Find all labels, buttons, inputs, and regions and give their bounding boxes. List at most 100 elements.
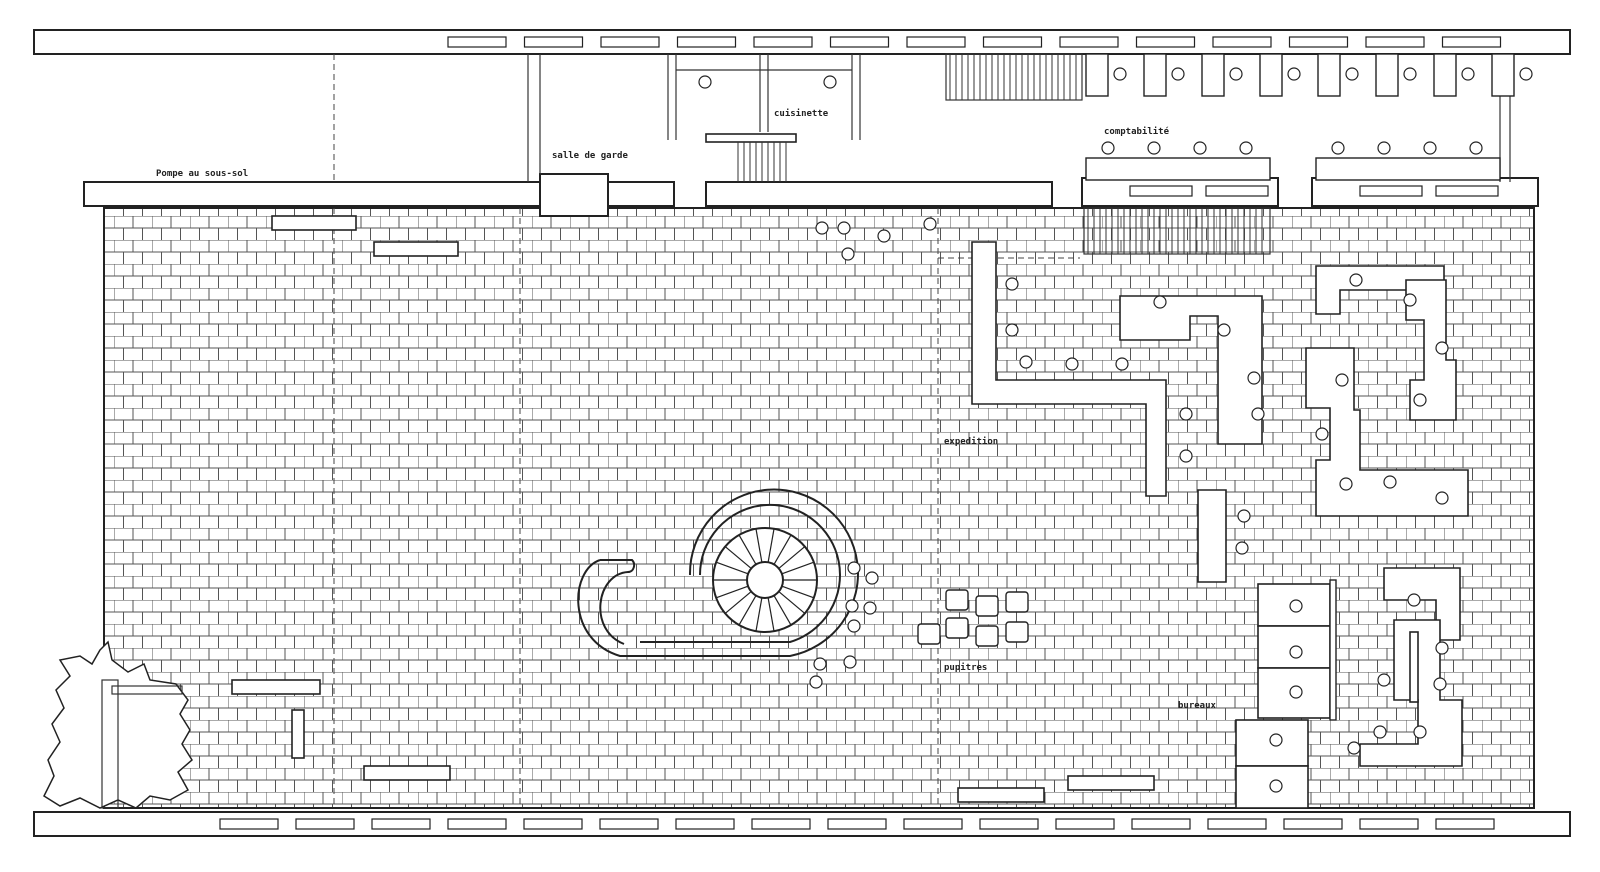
chair — [1269, 733, 1283, 747]
window — [982, 36, 1043, 48]
compta-desks — [1085, 53, 1533, 197]
chair — [1407, 593, 1421, 607]
chair — [847, 561, 861, 575]
chair — [1171, 67, 1185, 81]
window — [1212, 36, 1272, 48]
window — [906, 36, 966, 48]
chair — [1413, 393, 1427, 407]
label-comptabilite: comptabilité — [1104, 126, 1170, 137]
desk — [1375, 53, 1399, 97]
bench — [363, 765, 451, 781]
bureaux-cubicles — [1235, 579, 1337, 809]
chair — [1377, 141, 1391, 155]
chair — [1289, 685, 1303, 699]
window — [1288, 36, 1349, 48]
window — [219, 818, 279, 830]
window — [1435, 185, 1499, 197]
spiral-step — [715, 561, 749, 575]
spiral-step — [767, 528, 775, 563]
spiral-step — [738, 534, 757, 565]
label-pupitres: pupitres — [944, 662, 987, 673]
spiral-step — [781, 585, 815, 599]
desk — [1433, 53, 1457, 97]
office-counter — [1305, 347, 1469, 517]
chair — [837, 221, 851, 235]
chair — [847, 619, 861, 633]
chair — [1403, 293, 1417, 307]
window — [295, 818, 355, 830]
pupitre — [975, 595, 999, 617]
spiral-step — [781, 561, 815, 575]
desk — [1317, 53, 1341, 97]
spiral-rail — [640, 503, 841, 643]
chair — [1373, 725, 1387, 739]
window — [600, 36, 660, 48]
chair — [877, 229, 891, 243]
window — [979, 818, 1039, 830]
kitchen-chair — [698, 75, 712, 89]
spiral-step — [778, 546, 806, 569]
pupitre — [1005, 591, 1029, 613]
chair — [1423, 141, 1437, 155]
chair — [1435, 641, 1449, 655]
inner-wall-kitchen — [705, 181, 1053, 207]
bench — [373, 241, 459, 257]
inner-wall-right — [1311, 177, 1539, 207]
spiral-step — [724, 591, 752, 614]
pupitre — [975, 625, 999, 647]
office-counter — [1315, 265, 1445, 315]
pupitre — [1005, 621, 1029, 643]
chair — [1101, 141, 1115, 155]
chair — [1287, 67, 1301, 81]
chair — [1179, 407, 1193, 421]
chair — [809, 675, 823, 689]
label-pompe: Pompe au sous-sol — [156, 169, 248, 179]
office-chairs — [1005, 273, 1449, 793]
window — [827, 818, 887, 830]
chair — [1289, 645, 1303, 659]
spiral-step — [767, 597, 775, 632]
stair-top — [949, 54, 1077, 100]
chair — [1005, 323, 1019, 337]
spiral-step — [773, 534, 792, 565]
chair — [1217, 323, 1231, 337]
spiral-step — [715, 585, 749, 599]
chair — [1065, 357, 1079, 371]
desk — [1085, 157, 1271, 181]
spiral-staircase — [577, 488, 859, 657]
stair-frame — [945, 53, 1083, 101]
spiral-step — [755, 597, 763, 632]
chair — [1519, 67, 1533, 81]
window — [1365, 36, 1425, 48]
window — [447, 818, 507, 830]
planter — [111, 685, 183, 695]
window — [1207, 818, 1267, 830]
desk — [1315, 157, 1501, 181]
chair — [1115, 357, 1129, 371]
chair — [1147, 141, 1161, 155]
kitchen-steps — [737, 142, 787, 182]
spiral-step — [773, 595, 792, 626]
chair — [863, 601, 877, 615]
window — [753, 36, 813, 48]
chair — [845, 599, 859, 613]
expedition-counter — [971, 241, 1167, 497]
window — [675, 818, 735, 830]
window — [1055, 818, 1115, 830]
window — [1131, 818, 1191, 830]
label-bureaux: bureaux — [1178, 701, 1217, 711]
window — [1435, 818, 1495, 830]
label-expedition: expedition — [944, 436, 998, 447]
inner-wall-guard — [539, 173, 609, 217]
bottom-windows — [219, 818, 1495, 830]
chair — [1247, 371, 1261, 385]
label-salle-de-garde: salle de garde — [552, 151, 628, 161]
chair — [843, 655, 857, 669]
chair — [1269, 779, 1283, 793]
spiral-rail-end — [599, 559, 636, 645]
bench — [231, 679, 321, 695]
chair — [1331, 141, 1345, 155]
chair — [1413, 725, 1427, 739]
spiral-step — [724, 546, 752, 569]
